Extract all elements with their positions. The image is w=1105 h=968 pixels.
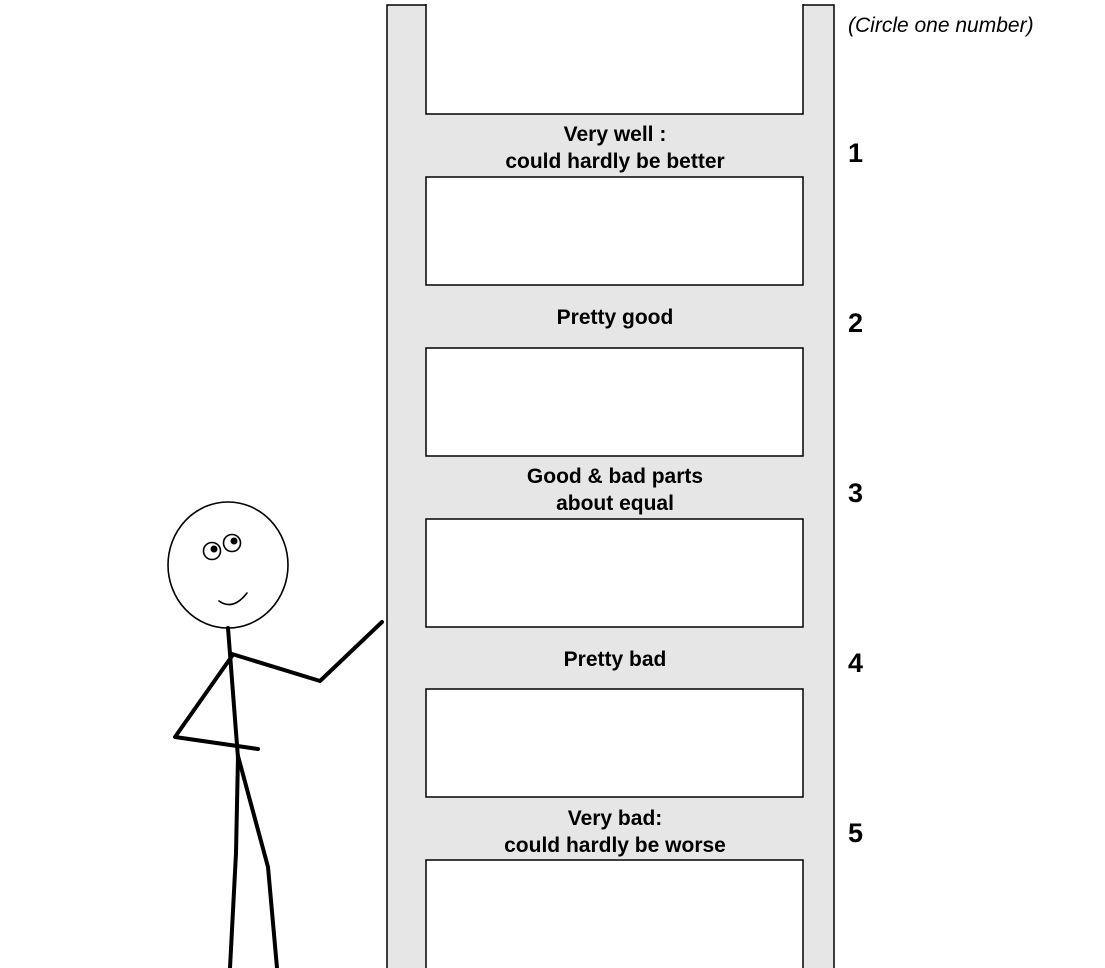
figure-smile [218,592,248,606]
ladder-frame [386,4,835,968]
rung-3: Good & bad parts about equal 3 [527,465,863,515]
figure-arm-pointing [230,620,384,683]
rung-5-label-line-1: Very bad: [568,807,663,830]
ladder-gap [425,176,804,286]
rung-1: Very well : could hardly be better 1 [505,123,863,173]
rung-4-number[interactable]: 4 [848,648,863,678]
ladder-gap [425,518,804,628]
rung-2: Pretty good 2 [557,306,863,338]
rung-5: Very bad: could hardly be worse 5 [504,807,863,857]
figure-head [167,501,289,629]
ladder-top-opening [425,0,804,115]
figure-eye-right [222,533,242,553]
rung-3-number[interactable]: 3 [848,478,863,508]
figure-eye-left [202,541,222,561]
rung-1-label-line-2: could hardly be better [505,150,724,173]
ladder-gap [425,347,804,457]
ladder-gap [425,688,804,798]
figure-arm-bent [173,654,260,751]
stick-figure-icon [167,501,384,968]
rung-3-label-line-2: about equal [556,492,674,515]
instruction-text: (Circle one number) [848,14,1034,37]
rung-5-label-line-2: could hardly be worse [504,834,726,857]
ladder [386,0,835,968]
rung-1-number[interactable]: 1 [848,138,863,168]
ladder-gap [425,859,804,968]
rung-1-label-line-1: Very well : [564,123,667,146]
rung-2-label: Pretty good [557,306,674,329]
rung-4: Pretty bad 4 [564,648,863,678]
rung-4-label: Pretty bad [564,648,667,671]
rung-3-label-line-1: Good & bad parts [527,465,703,488]
figure-body [226,626,240,760]
figure-leg-left [228,754,240,968]
rung-5-number[interactable]: 5 [848,818,863,848]
figure-leg-right [236,754,279,968]
rung-2-number[interactable]: 2 [848,308,863,338]
